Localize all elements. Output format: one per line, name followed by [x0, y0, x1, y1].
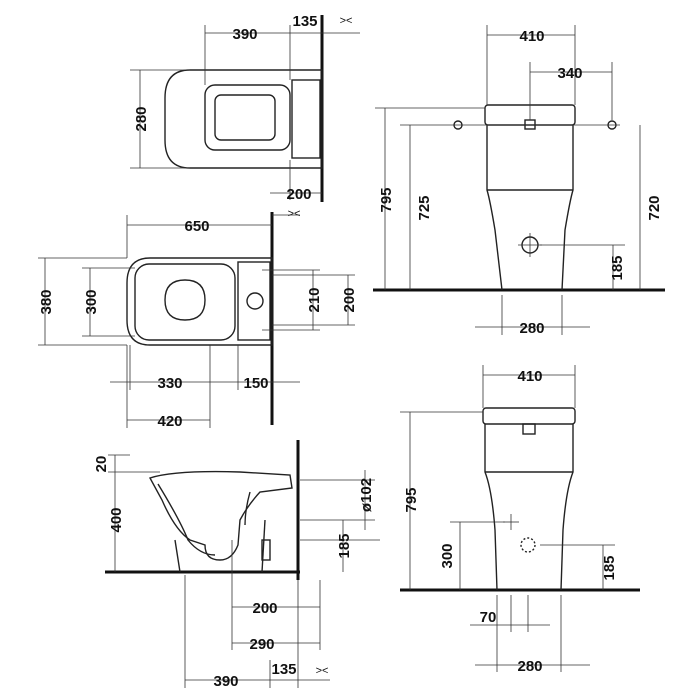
dim-795: 795: [403, 487, 420, 512]
dim-390: 390: [232, 26, 257, 43]
dim-135: 135: [271, 661, 296, 678]
cut-symbol: ><: [340, 15, 353, 27]
dim-185: 185: [601, 555, 618, 580]
front-view-bottom: 410 795 300 185 70 280: [400, 365, 640, 675]
dim-280: 280: [519, 320, 544, 337]
dim-290: 290: [249, 636, 274, 653]
dim-390: 390: [213, 673, 238, 690]
dim-650: 650: [184, 218, 209, 235]
side-section-view: 20 400 ø102 185 200 290 390 135 ><: [93, 440, 380, 690]
dim-300: 300: [83, 289, 100, 314]
top-view-wall: 390 135 >< 280 200: [130, 13, 360, 203]
dim-330: 330: [157, 375, 182, 392]
dim-200: 200: [341, 287, 358, 312]
dim-210: 210: [306, 287, 323, 312]
dim-185: 185: [336, 533, 353, 558]
dim-420: 420: [157, 413, 182, 430]
dim-70: 70: [480, 609, 497, 626]
dim-720: 720: [646, 195, 663, 220]
dim-200: 200: [252, 600, 277, 617]
cut-symbol: ><: [288, 208, 301, 220]
dim-725: 725: [416, 195, 433, 220]
dim-795: 795: [378, 187, 395, 212]
top-view-floor: 650 >< 380 300 210 200 330 150 420: [38, 208, 358, 430]
cut-symbol: ><: [316, 665, 329, 677]
dim-400: 400: [108, 507, 125, 532]
dim-300: 300: [439, 543, 456, 568]
dim-185: 185: [609, 255, 626, 280]
dim-135: 135: [292, 13, 317, 30]
dim-280: 280: [133, 106, 150, 131]
dim-280: 280: [517, 658, 542, 675]
dim-380: 380: [38, 289, 55, 314]
dim-410: 410: [519, 28, 544, 45]
dim-diameter-102: ø102: [358, 478, 375, 512]
dim-150: 150: [243, 375, 268, 392]
dim-20: 20: [93, 456, 110, 473]
front-view-top: 410 340 795 725 720 185 280: [373, 25, 665, 337]
dim-200: 200: [286, 186, 311, 203]
dim-340: 340: [557, 65, 582, 82]
dim-410: 410: [517, 368, 542, 385]
